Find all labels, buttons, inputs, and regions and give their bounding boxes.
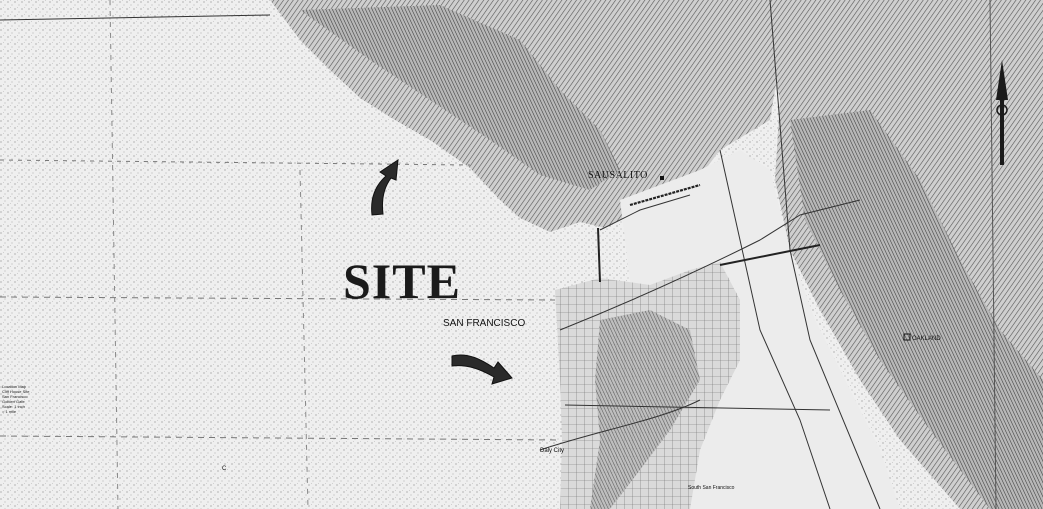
east-bay-cities	[790, 110, 1043, 509]
bay-bridge	[719, 244, 821, 266]
legend-line: Cliff House Site	[2, 389, 30, 394]
map-legend: Location Map Cliff House Site San Franci…	[2, 384, 46, 414]
corner-mark: C	[222, 466, 227, 472]
legend-line: Golden Gate	[2, 399, 25, 404]
legend-line: = 1 mile	[2, 409, 17, 414]
sausalito-marker	[660, 176, 664, 180]
north-arrow-icon	[996, 60, 1008, 165]
richmond-bridge	[629, 183, 701, 207]
legend-line: Scale: 1 inch	[2, 404, 25, 409]
curved-arrow-up-icon	[371, 158, 399, 216]
oakland-marker	[903, 333, 911, 341]
site-label: SITE	[343, 253, 461, 309]
mount-tam-ridge	[300, 5, 620, 190]
oakland-label: OAKLAND	[912, 336, 941, 342]
legend-line: Location Map	[2, 384, 27, 389]
road-lines	[0, 0, 997, 509]
sf-hills	[590, 310, 700, 509]
legend-line: San Francisco	[2, 394, 28, 399]
sausalito-label: SAUSALITO	[588, 170, 648, 181]
south-san-francisco-label: South San Francisco	[688, 485, 735, 491]
curved-arrow-right-icon	[451, 354, 513, 385]
golden-gate-bridge	[597, 227, 601, 283]
daly-city-label: Daly City	[540, 448, 565, 454]
san-francisco-label: SAN FRANCISCO	[443, 318, 526, 329]
